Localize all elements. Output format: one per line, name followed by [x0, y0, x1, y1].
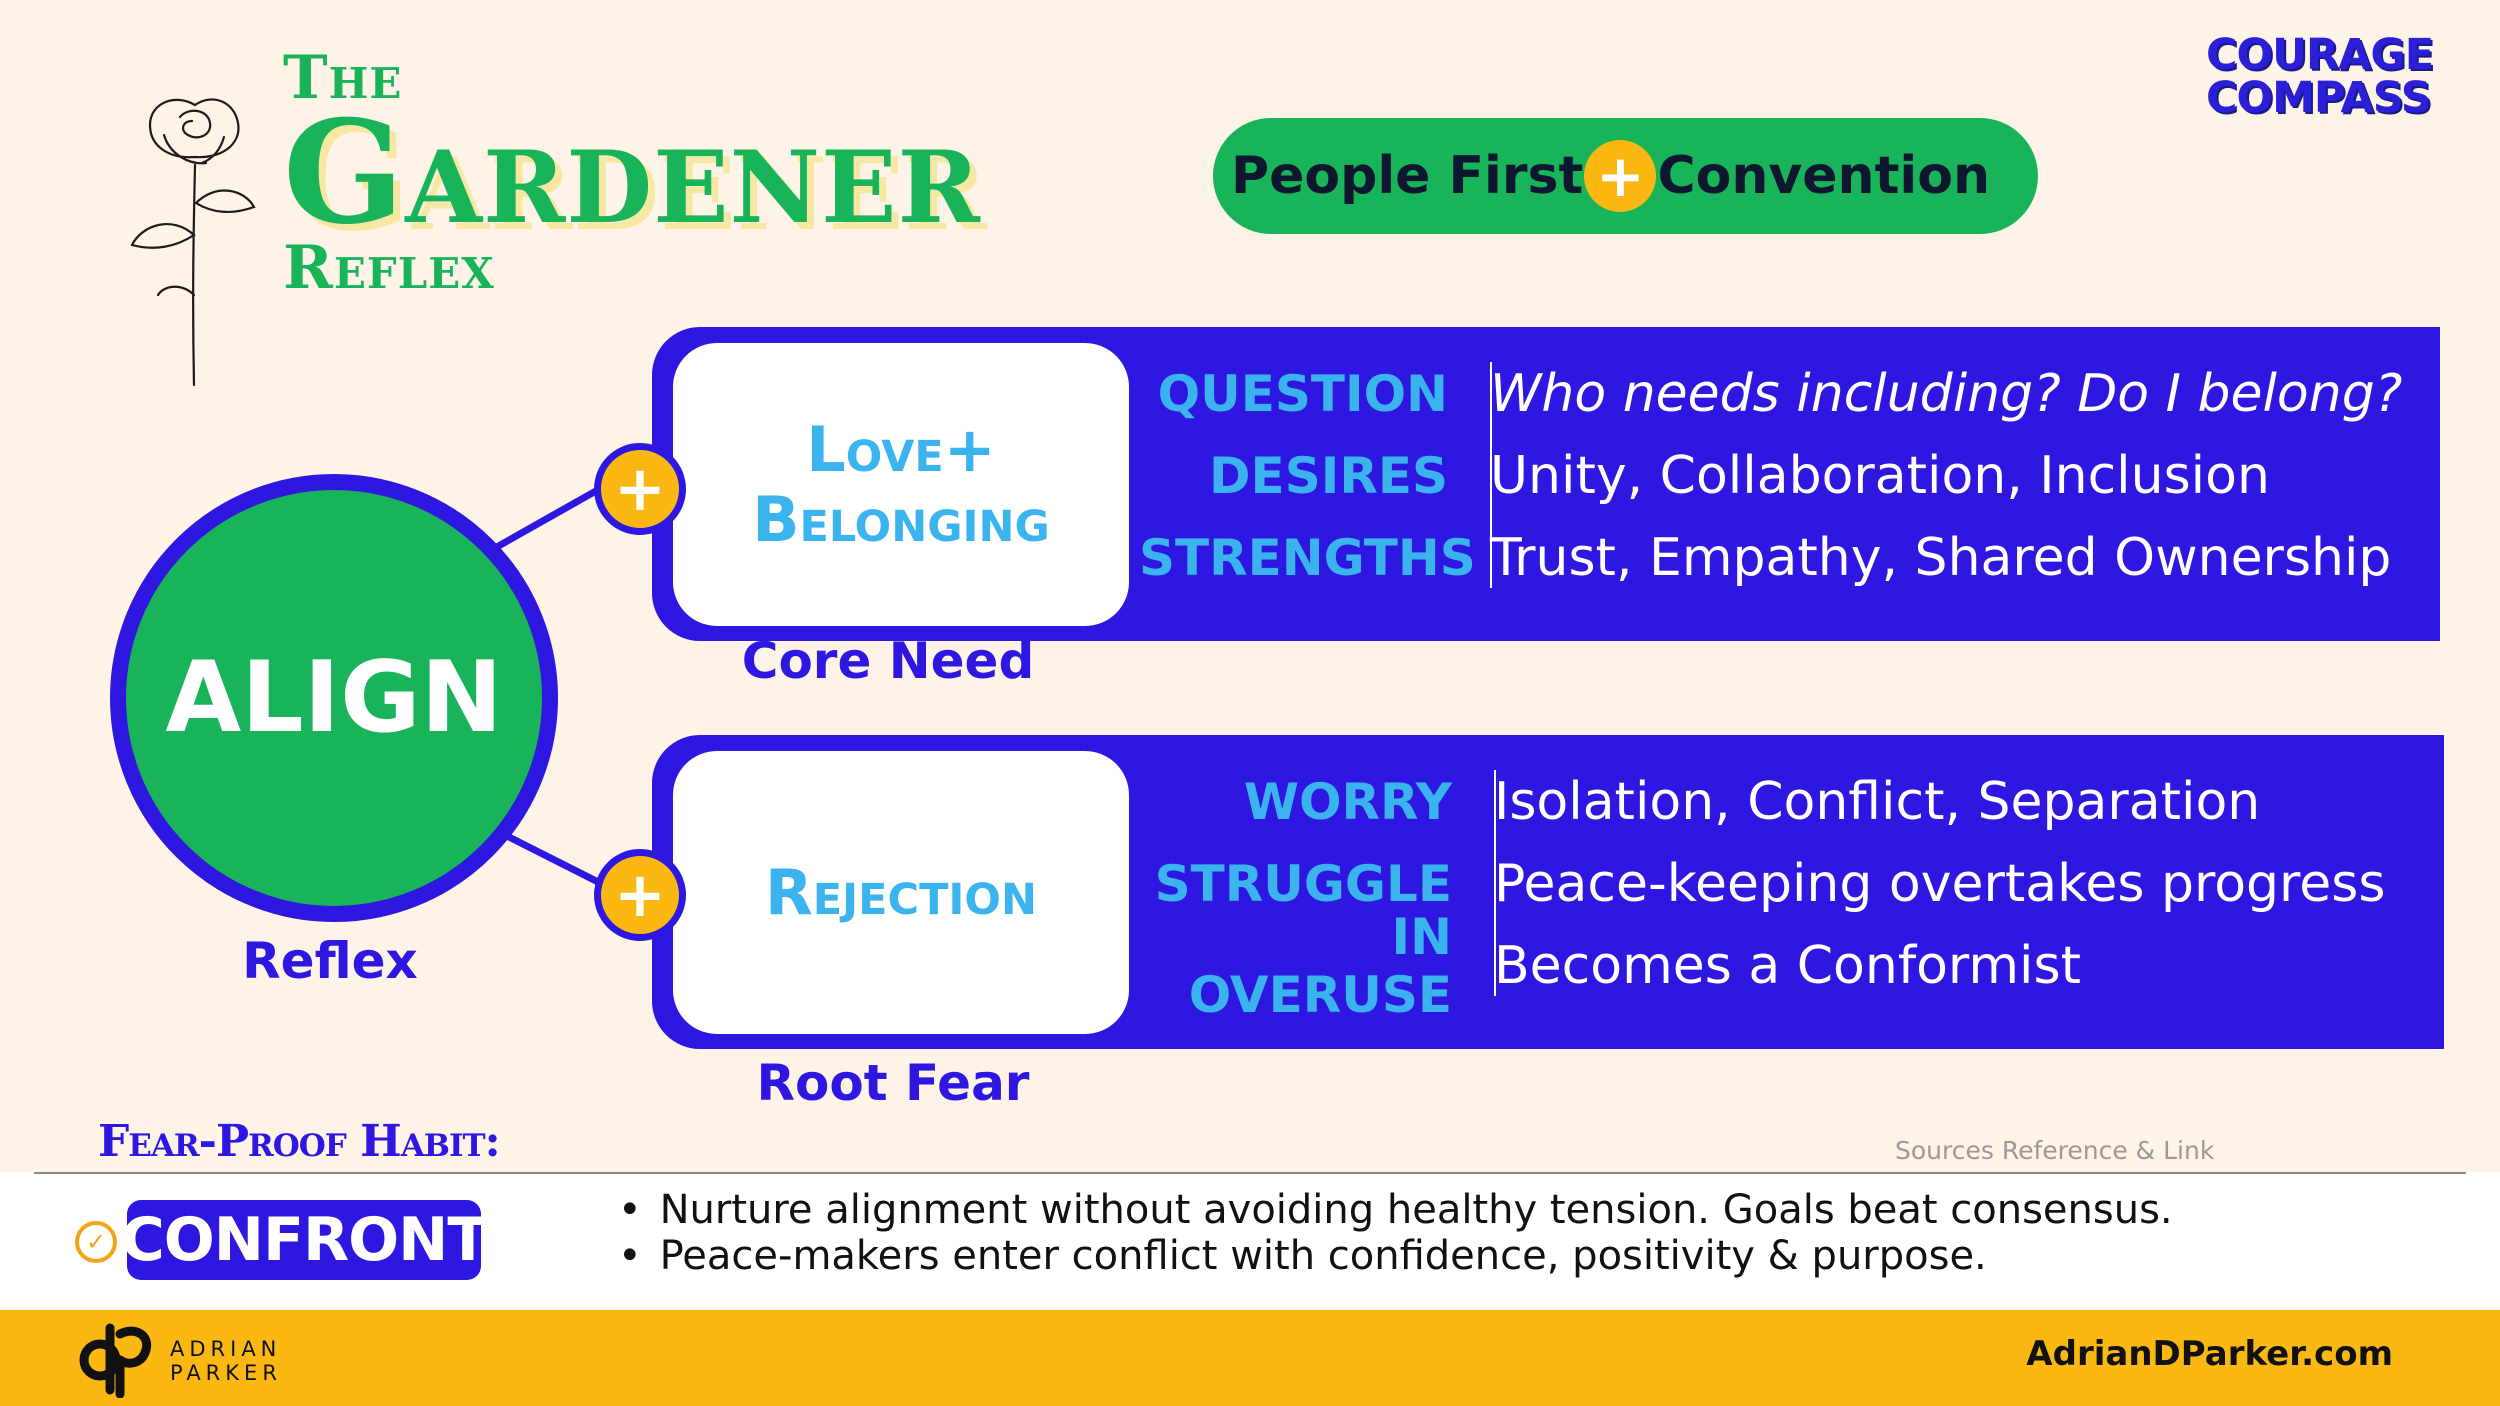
fear-row-worry: WORRY Isolation, Conflict, Separation	[1143, 761, 2260, 843]
pill-right-label: Convention	[1657, 146, 1990, 206]
adrian-parker-mark-icon	[79, 1323, 152, 1398]
page-title: Gardener	[283, 90, 981, 256]
fear-row-struggle: STRUGGLE Peace-keeping overtakes progres…	[1143, 843, 2386, 925]
need-row-question: QUESTION Who needs including? Do I belon…	[1139, 353, 2403, 435]
need-row-label: QUESTION	[1157, 365, 1448, 423]
habit-bullet: Nurture alignment without avoiding healt…	[618, 1187, 2173, 1233]
fear-row-label: STRUGGLE	[1154, 855, 1452, 913]
connector-need	[493, 479, 612, 552]
fear-row-overuse: IN OVERUSE Becomes a Conformist	[1143, 908, 2081, 1024]
footer-brand: ADRIAN PARKER	[170, 1337, 282, 1385]
connector-fear	[503, 831, 612, 892]
core-need-caption: Core Need	[741, 632, 1035, 690]
core-need-card: Love+ Belonging	[673, 343, 1129, 626]
logo-line-1: COURAGE	[2206, 30, 2434, 80]
fear-row-value: Becomes a Conformist	[1494, 936, 2081, 996]
need-row-strengths: STRENGTHS Trust, Empathy, Shared Ownersh…	[1139, 517, 2391, 599]
courage-compass-logo: COURAGE COMPASS	[2206, 34, 2436, 120]
need-row-value: Who needs including? Do I belong?	[1490, 364, 2403, 424]
footer-website-link[interactable]: AdrianDParker.com	[2026, 1334, 2393, 1374]
title-reflex: Reflex	[283, 233, 495, 303]
title-the: The	[283, 43, 403, 113]
habit-bullets: Nurture alignment without avoiding healt…	[618, 1187, 2173, 1279]
fear-row-value: Peace-keeping overtakes progress	[1494, 854, 2386, 914]
need-row-desires: DESIRES Unity, Collaboration, Inclusion	[1139, 435, 2270, 517]
core-need-line-2: Belonging	[752, 482, 1050, 556]
reflex-caption: Reflex	[242, 932, 418, 990]
habit-title: Fear-Proof Habit:	[98, 1116, 501, 1167]
need-row-label: DESIRES	[1209, 447, 1448, 505]
root-fear-caption: Root Fear	[756, 1054, 1030, 1112]
sources-link[interactable]: Sources Reference & Link	[1895, 1136, 2215, 1165]
fear-divider	[1494, 770, 1496, 996]
root-fear-line-1: Rejection	[765, 855, 1037, 929]
footer-bar	[0, 1310, 2500, 1406]
footer-brand-line-2: PARKER	[170, 1361, 282, 1385]
fear-row-label: WORRY	[1243, 773, 1452, 831]
need-row-value: Trust, Empathy, Shared Ownership	[1490, 528, 2392, 588]
rose-icon	[130, 98, 256, 387]
fear-row-label: IN OVERUSE	[1188, 908, 1452, 1024]
habit-divider	[34, 1172, 2466, 1174]
align-label: ALIGN	[165, 641, 503, 755]
plus-icon: +	[594, 849, 686, 941]
pill-left-label: People First	[1231, 146, 1584, 206]
check-circle-icon: ✓	[75, 1221, 117, 1263]
habit-badge: CONFRONT	[121, 1200, 488, 1280]
plus-icon: +	[1584, 140, 1657, 212]
align-circle: ALIGN	[110, 474, 558, 922]
plus-icon: +	[594, 443, 686, 535]
fear-row-value: Isolation, Conflict, Separation	[1494, 772, 2261, 832]
logo-line-2: COMPASS	[2206, 73, 2432, 123]
core-need-line-1: Love+	[806, 412, 996, 486]
need-row-value: Unity, Collaboration, Inclusion	[1490, 446, 2270, 506]
habit-bullet: Peace-makers enter conflict with confide…	[618, 1233, 2173, 1279]
motivation-pill: People First + Convention	[1213, 118, 2038, 234]
root-fear-card: Rejection	[673, 751, 1129, 1034]
footer-brand-line-1: ADRIAN	[170, 1337, 282, 1361]
need-divider	[1490, 362, 1492, 588]
need-row-label: STRENGTHS	[1139, 529, 1476, 587]
